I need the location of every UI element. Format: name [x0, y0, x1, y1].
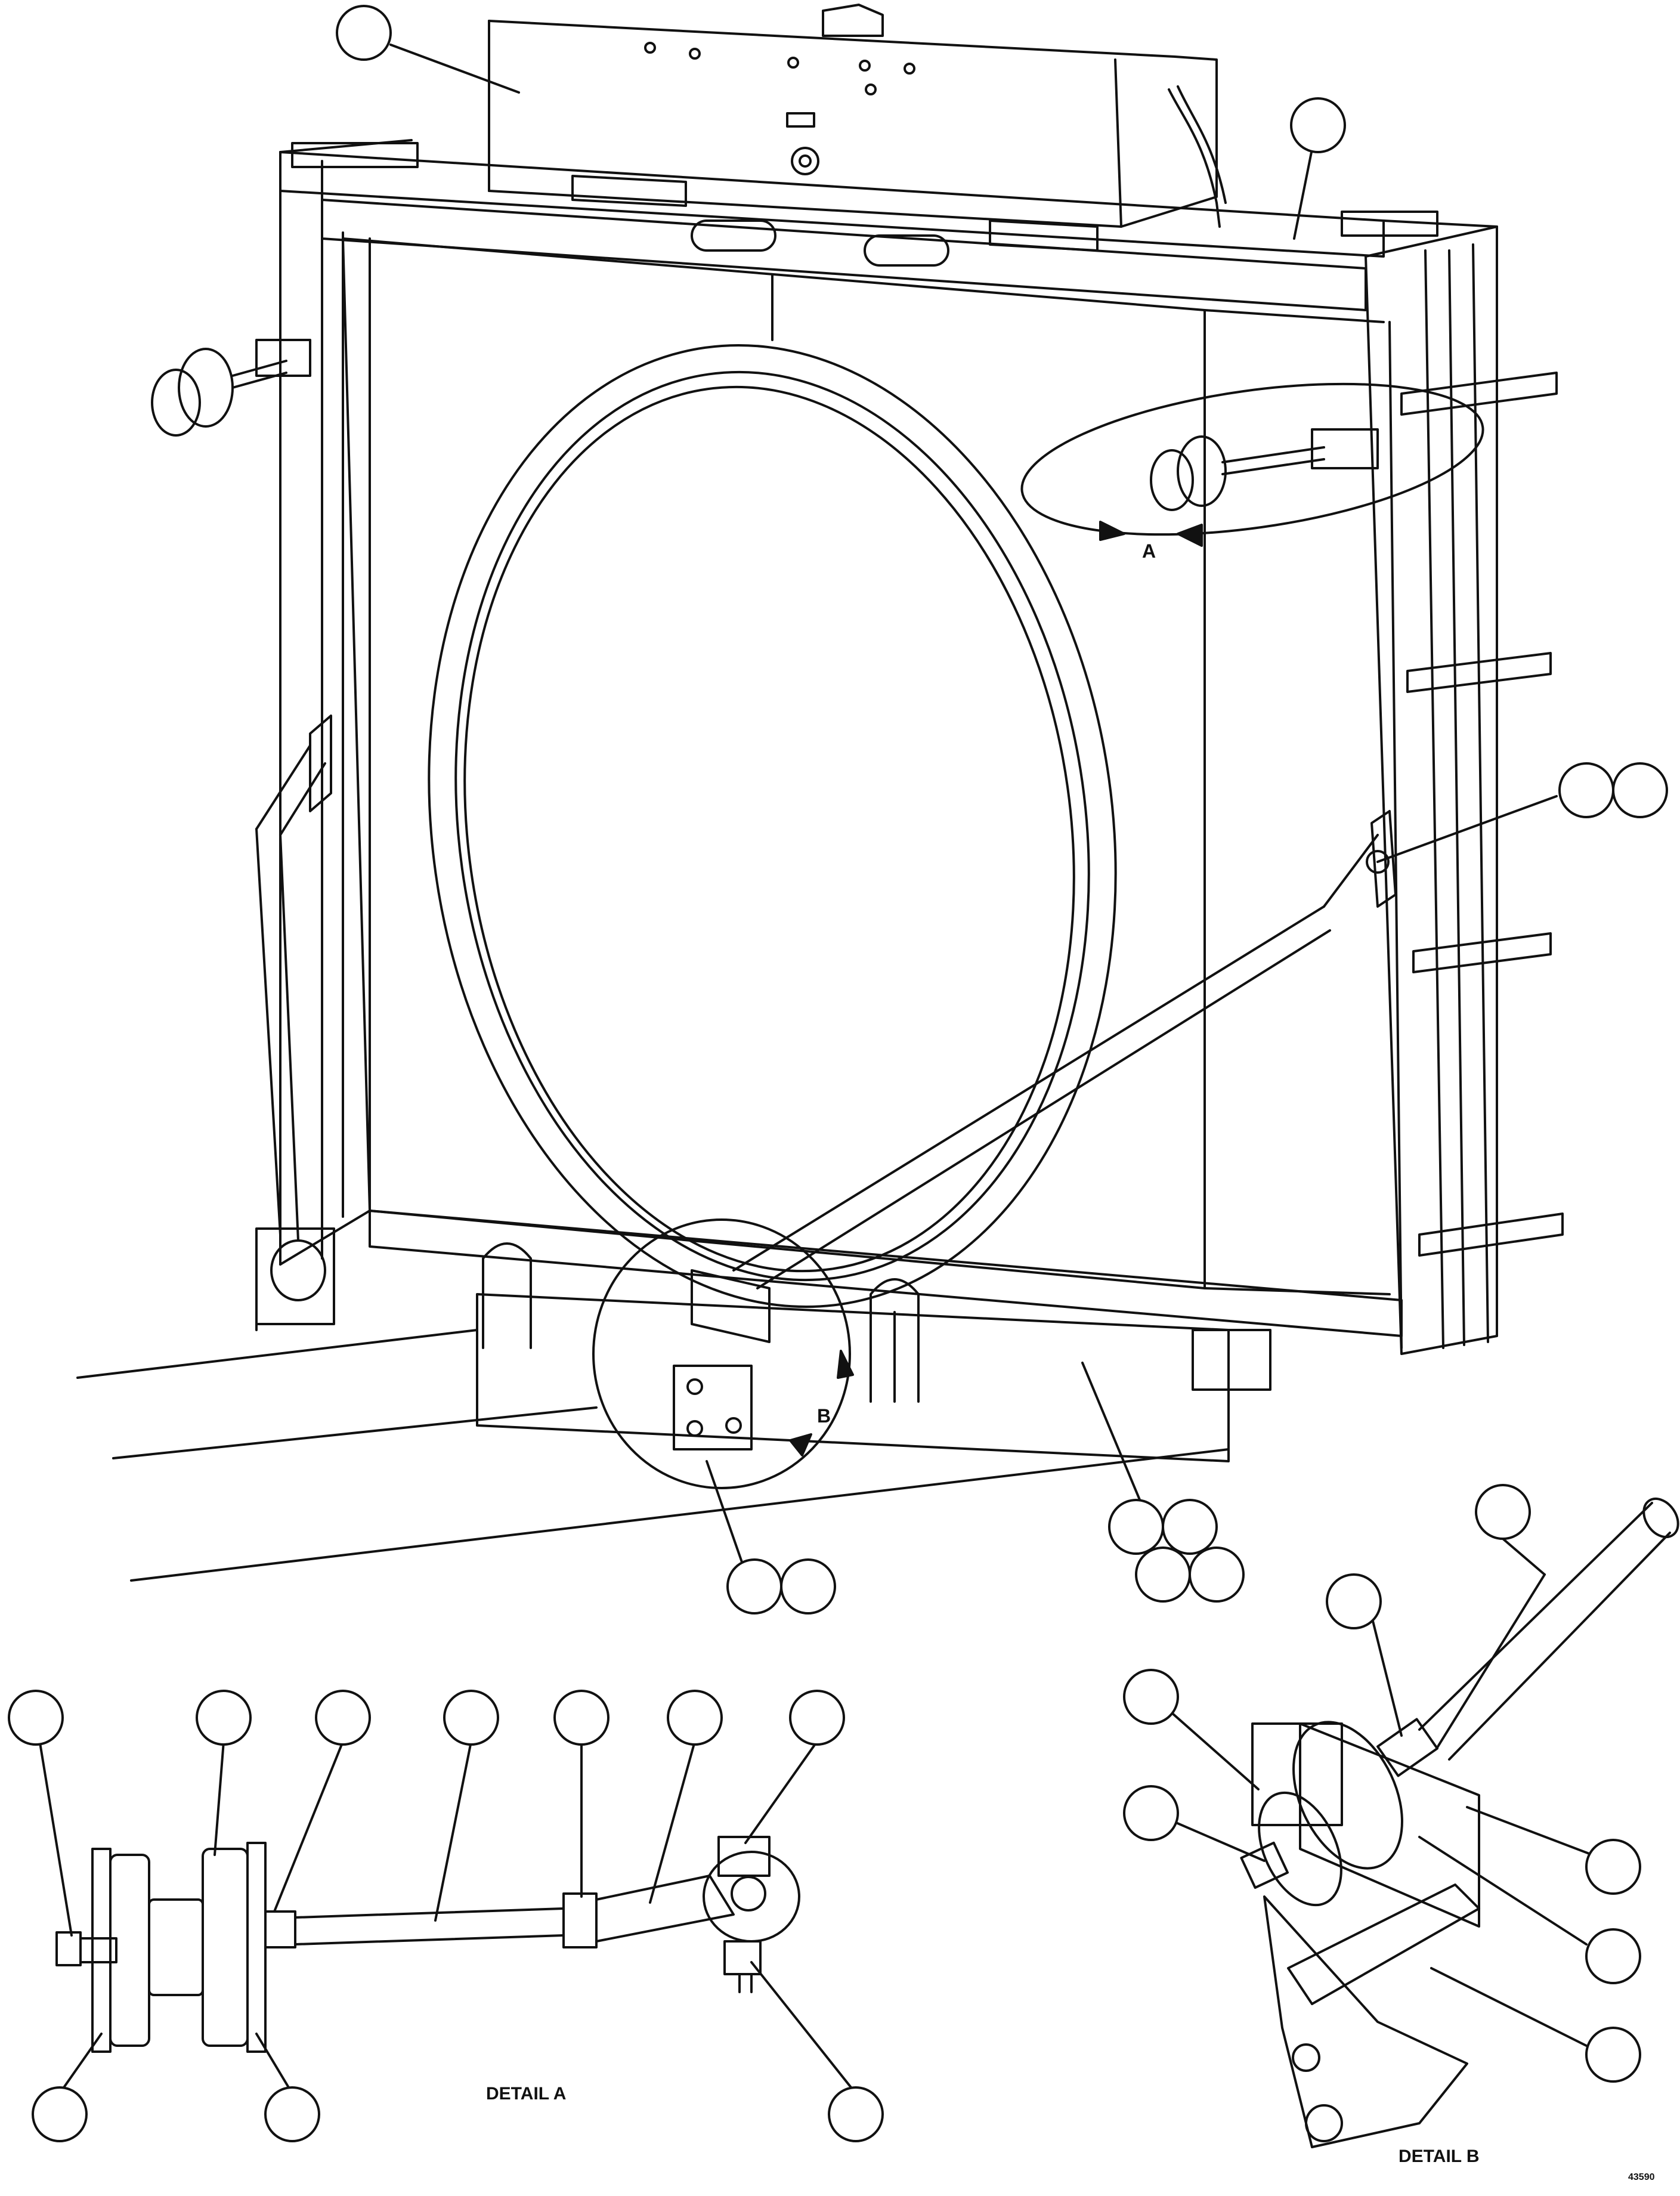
- callout-bubble: [726, 1558, 782, 1614]
- left-upright: [279, 151, 371, 1266]
- callout-bubble: [1162, 1499, 1218, 1555]
- detail-b-leaders: [1153, 1538, 1594, 2047]
- u-bolts: [482, 1242, 920, 1403]
- callout-bubble: [1326, 1573, 1382, 1629]
- callout-bubble: [1135, 1547, 1191, 1603]
- bottom-frame: [255, 1210, 1403, 1462]
- callout-bubble: [1108, 1499, 1164, 1555]
- callout-bubble: [1612, 762, 1668, 818]
- callout-bubble: [667, 1690, 723, 1746]
- callout-bubble: [828, 2086, 884, 2142]
- detail-a-leaders: [38, 1734, 857, 2095]
- callout-bubble: [8, 1690, 64, 1746]
- expansion-tank: [488, 4, 1227, 228]
- callout-bubble: [1585, 2027, 1641, 2083]
- callout-bubble: [196, 1690, 252, 1746]
- fan-shroud-ring: [428, 273, 1117, 1309]
- callout-bubble: [1290, 97, 1346, 153]
- right-upright: [1365, 225, 1564, 1355]
- callout-bubble: [1123, 1669, 1179, 1725]
- detail-a-drawing: [55, 1836, 800, 2053]
- callout-bubble: [1475, 1484, 1531, 1540]
- callout-bubble: [1123, 1785, 1179, 1841]
- detail-b-drawing: [1240, 1497, 1679, 2148]
- callout-bubble: [1189, 1547, 1245, 1603]
- frame-rails: [76, 1329, 1230, 1582]
- callout-bubble: [336, 5, 392, 61]
- callout-bubble: [315, 1690, 371, 1746]
- callout-bubble: [1585, 1928, 1641, 1984]
- callout-bubble: [553, 1690, 609, 1746]
- detail-a-callout: [1020, 382, 1484, 547]
- figure-number: 43590: [1628, 2172, 1655, 2182]
- callout-bubbles: [8, 5, 1668, 2142]
- callout-bubble: [264, 2086, 320, 2142]
- detail-b-caption: DETAIL B: [1399, 2146, 1480, 2166]
- callout-bubble: [443, 1690, 499, 1746]
- view-label-a: A: [1142, 540, 1156, 562]
- callout-bubble: [789, 1690, 845, 1746]
- detail-a-caption: DETAIL A: [486, 2084, 566, 2104]
- callout-bubble: [1585, 1839, 1641, 1895]
- left-brace: [255, 715, 332, 1242]
- detail-b-callout: [592, 1218, 854, 1489]
- callout-bubble: [1558, 762, 1614, 818]
- callout-bubble: [780, 1558, 836, 1614]
- diagonal-brace: [732, 810, 1397, 1289]
- left-isolator-mount: [151, 339, 311, 437]
- radiator-core: [342, 237, 1391, 1295]
- view-label-b: B: [817, 1405, 831, 1427]
- callout-bubble: [32, 2086, 88, 2142]
